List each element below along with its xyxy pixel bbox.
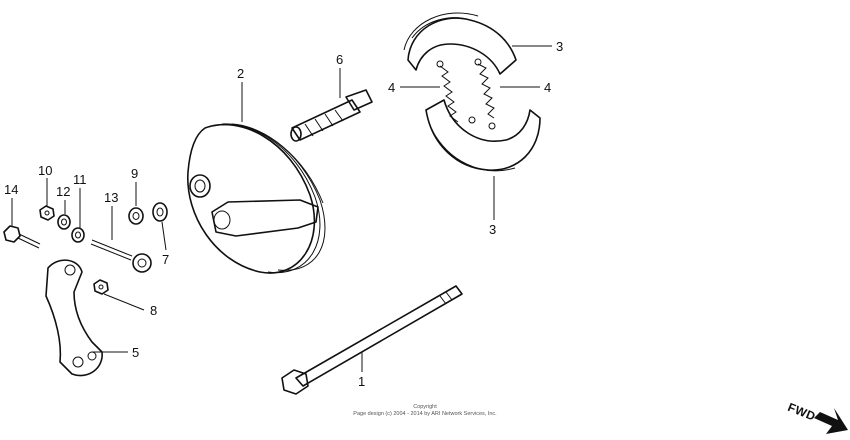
- callout-4-left: 4: [388, 80, 395, 95]
- brake-spring-right: [474, 58, 496, 130]
- callout-8: 8: [150, 303, 157, 318]
- washer-9: [128, 207, 144, 225]
- washer-7: [152, 202, 168, 222]
- callout-11: 11: [73, 172, 87, 187]
- copyright-notice: Copyright Page design (c) 2004 - 2014 by…: [330, 404, 520, 418]
- nut-8: [93, 279, 109, 295]
- axle: [281, 285, 463, 395]
- callout-7: 7: [162, 252, 169, 267]
- nut-10: [39, 205, 55, 221]
- callout-14: 14: [4, 182, 18, 197]
- callout-3-bottom: 3: [489, 222, 496, 237]
- brake-spring-left: [436, 60, 476, 124]
- callout-1: 1: [358, 374, 365, 389]
- callout-10: 10: [38, 163, 52, 178]
- bolt-14: [3, 225, 41, 249]
- leader-lines: [11, 45, 552, 372]
- callout-3-top: 3: [556, 39, 563, 54]
- brake-shoe-lower: [425, 99, 541, 172]
- callout-4-right: 4: [544, 80, 551, 95]
- brake-cam: [290, 89, 373, 142]
- brake-panel: [187, 123, 326, 274]
- brake-shoe-upper: [403, 12, 517, 75]
- callout-5: 5: [132, 345, 139, 360]
- brake-arm: [45, 259, 103, 377]
- copyright-line-1: Copyright: [413, 404, 437, 410]
- forward-arrow-icon: [814, 408, 848, 434]
- callout-12: 12: [56, 184, 70, 199]
- callout-2: 2: [237, 66, 244, 81]
- washer-11: [71, 227, 85, 243]
- callout-numbers: 1 2 3 3 4 4 5 6 7 8 9 10 11 12 13 14: [4, 39, 563, 389]
- callout-6: 6: [336, 52, 343, 67]
- callout-13: 13: [104, 190, 118, 205]
- washer-12: [57, 214, 71, 230]
- callout-9: 9: [131, 166, 138, 181]
- copyright-line-2: Page design (c) 2004 - 2014 by ARI Netwo…: [353, 411, 497, 417]
- brake-rod-13: [90, 239, 152, 273]
